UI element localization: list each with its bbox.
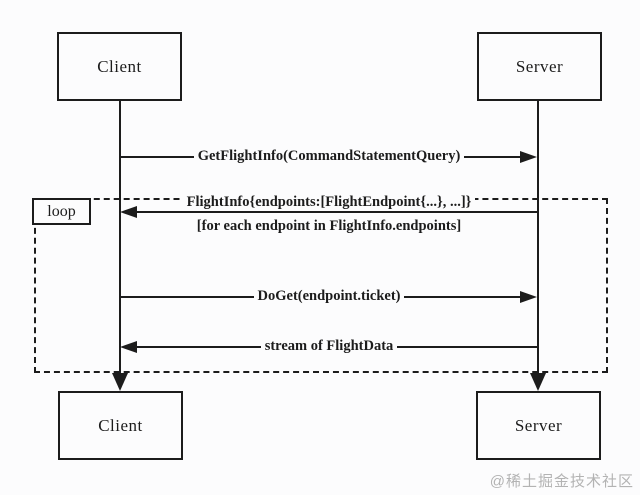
message-label-text: DoGet(endpoint.ticket) — [253, 288, 405, 304]
actor-label: Client — [97, 56, 142, 76]
loop-operator-label: loop — [32, 198, 91, 225]
arrowhead-right-icon — [520, 291, 537, 303]
message-label-doget: DoGet(endpoint.ticket) — [121, 288, 537, 305]
message-label-stream: stream of FlightData — [121, 338, 537, 355]
message-label-text: FlightInfo{endpoints:[FlightEndpoint{...… — [182, 194, 476, 210]
actor-box-client-top: Client — [57, 32, 182, 101]
message-line-flightinfo — [130, 211, 537, 213]
message-label-getflightinfo: GetFlightInfo(CommandStatementQuery) — [121, 148, 537, 165]
message-label-text: stream of FlightData — [260, 338, 398, 354]
actor-box-client-bottom: Client — [58, 391, 183, 460]
actor-box-server-bottom: Server — [476, 391, 601, 460]
actor-label: Client — [98, 415, 143, 435]
arrowhead-left-icon — [120, 206, 137, 218]
message-label-flightinfo: FlightInfo{endpoints:[FlightEndpoint{...… — [121, 194, 537, 211]
actor-label: Server — [514, 415, 563, 435]
server-lifeline — [537, 99, 539, 376]
client-lifeline — [119, 99, 121, 376]
actor-label: Server — [515, 56, 564, 76]
arrowhead-right-icon — [520, 151, 537, 163]
watermark: @稀土掘金技术社区 — [489, 473, 634, 490]
loop-guard-label: [for each endpoint in FlightInfo.endpoin… — [121, 218, 537, 235]
arrowhead-left-icon — [120, 341, 137, 353]
lifeline-end-arrow-icon — [530, 373, 546, 391]
message-label-text: GetFlightInfo(CommandStatementQuery) — [193, 148, 465, 164]
loop-operator-text: loop — [47, 202, 76, 220]
loop-guard-text: [for each endpoint in FlightInfo.endpoin… — [192, 218, 466, 234]
lifeline-end-arrow-icon — [112, 373, 128, 391]
actor-box-server-top: Server — [477, 32, 602, 101]
